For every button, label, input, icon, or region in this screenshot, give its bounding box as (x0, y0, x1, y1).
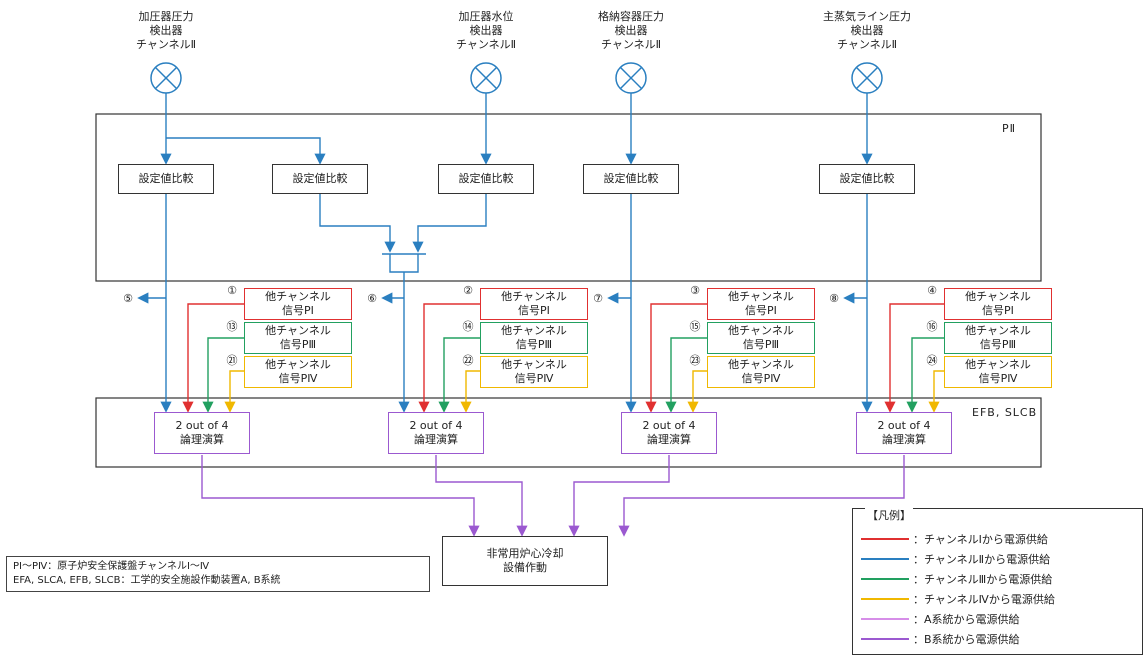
legend-title: 【凡例】 (865, 507, 913, 523)
compare-box-2: 設定値比較 (272, 164, 368, 194)
sensor-3-icon (615, 62, 647, 94)
signal-number: ⑯ (926, 320, 938, 333)
sensor-4-icon (851, 62, 883, 94)
other-channel-signal-p4: 他チャンネル信号PⅣ (480, 356, 588, 388)
other-channel-signal-p4: 他チャンネル信号PⅣ (244, 356, 352, 388)
sensor-1-icon (150, 62, 182, 94)
p2-panel-label: PⅡ (1002, 122, 1017, 135)
compare-box-5: 設定値比較 (819, 164, 915, 194)
other-channel-signal-p3: 他チャンネル信号PⅢ (707, 322, 815, 354)
signal-number: ② (463, 284, 473, 297)
output-number-1: ⑤ (123, 292, 133, 305)
legend-item-ch4: ：チャンネルⅣから電源供給 (861, 589, 1055, 609)
output-number-3: ⑦ (593, 292, 603, 305)
signal-number: ⑭ (462, 320, 474, 333)
other-channel-signal-p1: 他チャンネル信号PⅠ (944, 288, 1052, 320)
efb-slcb-panel (95, 397, 1042, 468)
legend-item-ch2: ：チャンネルⅡから電源供給 (861, 549, 1050, 569)
legend-item-sys-a: ：A系統から電源供給 (861, 609, 1020, 629)
other-channel-signal-p3: 他チャンネル信号PⅢ (480, 322, 588, 354)
sensor-4-label: 主蒸気ライン圧力検出器チャンネルⅡ (823, 10, 911, 51)
sensor-3-label: 格納容器圧力検出器チャンネルⅡ (598, 10, 664, 51)
other-channel-signal-p3: 他チャンネル信号PⅢ (944, 322, 1052, 354)
other-channel-signal-p4: 他チャンネル信号PⅣ (944, 356, 1052, 388)
signal-number: ㉔ (926, 354, 938, 367)
signal-number: ㉓ (689, 354, 701, 367)
other-channel-signal-p1: 他チャンネル信号PⅠ (707, 288, 815, 320)
other-channel-signal-p4: 他チャンネル信号PⅣ (707, 356, 815, 388)
sensor-1-label: 加圧器圧力検出器チャンネルⅡ (135, 10, 197, 51)
eccs-actuation-box: 非常用炉心冷却設備作動 (442, 536, 608, 586)
compare-box-3: 設定値比較 (438, 164, 534, 194)
legend-item-ch3: ：チャンネルⅢから電源供給 (861, 569, 1052, 589)
legend-item-ch1: ：チャンネルⅠから電源供給 (861, 529, 1048, 549)
signal-number: ④ (927, 284, 937, 297)
sensor-2-icon (470, 62, 502, 94)
signal-number: ① (227, 284, 237, 297)
efb-slcb-panel-label: EFB, SLCB (972, 406, 1038, 419)
output-number-2: ⑥ (367, 292, 377, 305)
legend: 【凡例】 ：チャンネルⅠから電源供給 ：チャンネルⅡから電源供給 ：チャンネルⅢ… (852, 507, 1143, 655)
other-channel-signal-p1: 他チャンネル信号PⅠ (244, 288, 352, 320)
abbreviation-note: PⅠ〜PⅣ：原子炉安全保護盤チャンネルⅠ〜Ⅳ EFA, SLCA, EFB, S… (6, 556, 430, 592)
other-channel-signal-p1: 他チャンネル信号PⅠ (480, 288, 588, 320)
legend-item-sys-b: ：B系統から電源供給 (861, 629, 1020, 649)
signal-number: ③ (690, 284, 700, 297)
compare-box-4: 設定値比較 (583, 164, 679, 194)
compare-box-1: 設定値比較 (118, 164, 214, 194)
sensor-2-label: 加圧器水位検出器チャンネルⅡ (455, 10, 517, 51)
signal-number: ⑮ (689, 320, 701, 333)
output-number-4: ⑧ (829, 292, 839, 305)
p2-panel (95, 113, 1042, 282)
other-channel-signal-p3: 他チャンネル信号PⅢ (244, 322, 352, 354)
signal-number: ⑬ (226, 320, 238, 333)
signal-number: ㉑ (226, 354, 238, 367)
signal-number: ㉒ (462, 354, 474, 367)
